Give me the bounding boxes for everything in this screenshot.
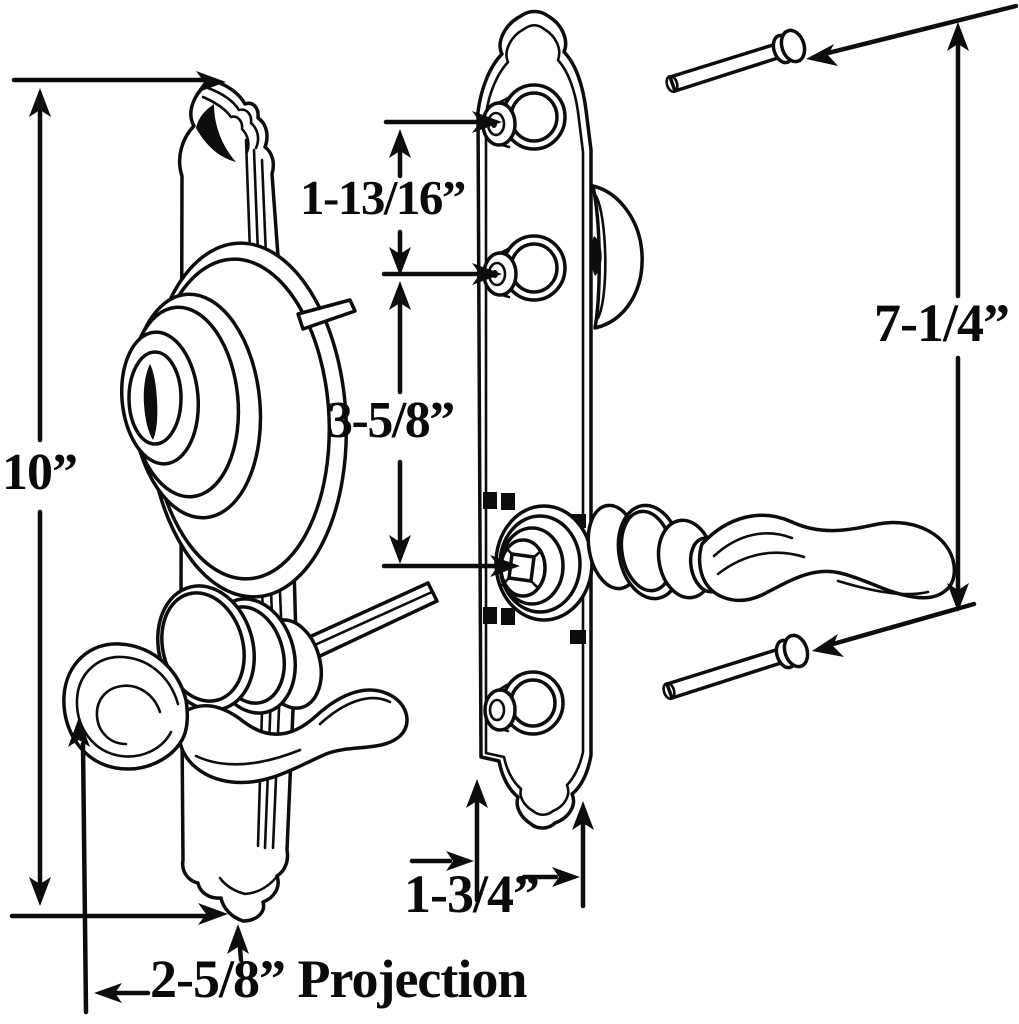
mounting-screw-top: [665, 28, 807, 94]
dim-label-lever-projection: 2-5/8” Projection: [150, 949, 527, 1009]
deadbolt-cylinder: [119, 241, 349, 599]
left-lever-handle: [62, 584, 409, 785]
dimension-plate-width: [409, 779, 594, 909]
dim-label-screw-to-spindle: 3-5/8”: [327, 392, 455, 449]
right-lever-handle: [586, 503, 957, 603]
dim-label-screw-post-span: 7-1/4”: [874, 293, 1010, 353]
keyway-face: [119, 330, 201, 466]
lever-scroll-spiral: [95, 684, 162, 746]
lever-scroll-spiral: [75, 655, 180, 758]
mounting-screw-bottom: [662, 633, 810, 701]
clip-tab: [483, 492, 497, 509]
square-spindle-bar: [292, 581, 439, 666]
lever-scroll-end: [62, 642, 190, 771]
dim-label-plate-width: 1-3/4”: [404, 864, 540, 924]
key-slot: [143, 364, 158, 440]
lever-collar-ring-inner: [160, 591, 246, 703]
lever-arm: [177, 688, 409, 785]
dim-label-top-screw-spacing: 1-13/16”: [300, 170, 466, 225]
top-screw-post: [481, 83, 567, 151]
lever-arm-accent: [318, 696, 392, 726]
left-plate-top-shadow: [196, 104, 236, 162]
left-plate-top-contour: [201, 95, 250, 154]
deadbolt-tailpiece-rod: [296, 298, 357, 331]
dimension-lever-projection: [68, 717, 249, 1015]
dimension-screw-post-span: [806, 3, 1019, 657]
clip-tab: [570, 630, 586, 644]
clip-tab: [501, 608, 515, 625]
cylinder-housing-edge: [590, 184, 644, 330]
lever-arm-accent: [836, 579, 930, 596]
clip-tab: [483, 607, 497, 624]
dimension-overall-height: [9, 71, 228, 925]
keyway-ring: [127, 350, 183, 446]
left-plate-bottom-contour: [218, 872, 281, 896]
center-plate-inner-border: [484, 23, 585, 817]
lever-arm: [697, 513, 957, 603]
clip-tab: [501, 493, 515, 510]
lever-arm-accent: [716, 551, 806, 576]
center-escutcheon-plate: [476, 9, 593, 830]
lever-arm-accent: [712, 532, 794, 558]
dimension-screw-to-spindle: [381, 281, 520, 577]
bottom-screw-post: [483, 670, 565, 736]
lever-arm-accent: [194, 748, 302, 766]
left-plate-top-contour: [206, 86, 260, 150]
dimension-top-screw-spacing: [381, 111, 502, 285]
dim-label-overall-height: 10”: [2, 444, 78, 501]
